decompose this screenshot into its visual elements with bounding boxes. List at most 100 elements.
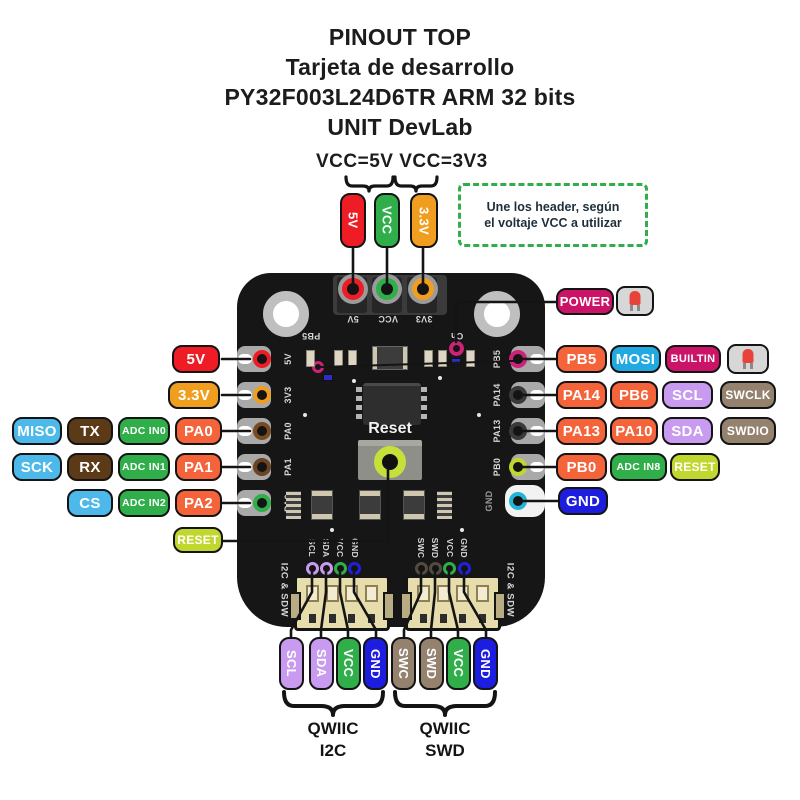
silk-dot: [352, 379, 356, 383]
badge-adc-in2: ADC IN2: [118, 489, 170, 517]
led-bulb: [742, 349, 754, 363]
silk-i2c-sdw-left: I2C & SDW: [278, 562, 290, 618]
badge-cs: CS: [67, 489, 113, 517]
pad-3v3: [253, 386, 271, 404]
badge-sck: SCK: [12, 453, 62, 481]
badge-pa14: PA14: [556, 381, 607, 409]
silk-pa13: PA13: [492, 419, 502, 443]
mcu-chip: [363, 383, 421, 425]
badge-adc-in8: ADC IN8: [610, 453, 667, 481]
silk-dot: [460, 528, 464, 532]
silk-gnd-i2c: GND: [350, 538, 360, 558]
silk-ch: Ch: [450, 331, 464, 341]
pad-vcc-bottom-swd: [443, 562, 456, 575]
smd-passive: [334, 350, 343, 367]
pad-gnd-bottom-swd: [458, 562, 471, 575]
silk-sda: SDA: [321, 538, 331, 558]
pad-vcc-bottom-i2c: [334, 562, 347, 575]
pad-3v3-top: [412, 278, 434, 300]
pad-swd-bottom: [429, 562, 442, 575]
qwiic-i2c-line-1: QWIIC: [307, 719, 359, 738]
led-leg: [750, 363, 753, 369]
reset-silkscreen-label: Reset: [368, 420, 412, 437]
led-leg: [637, 305, 640, 311]
silk-3v3: 3V3: [283, 386, 293, 404]
badge-mosi: MOSI: [610, 345, 661, 373]
silk-5v: 5V: [283, 353, 293, 365]
qwiic-swd-line-2: SWD: [425, 741, 465, 760]
smd-array: [286, 491, 301, 519]
pad-sda-bottom: [320, 562, 333, 575]
silk-top-vcc: VCC: [378, 314, 398, 324]
badge-pa2: PA2: [175, 489, 222, 517]
silk-pa14: PA14: [492, 383, 502, 407]
smd-passive: [466, 350, 475, 367]
badge-pa13: PA13: [556, 417, 607, 445]
qwiic-i2c-line-2: I2C: [319, 741, 347, 760]
title-line-2: Tarjeta de desarrollo: [285, 54, 515, 80]
qwiic-i2c-connector: [289, 575, 395, 631]
smd-ic: [311, 490, 333, 520]
badge-gnd-bottom-i2c: GND: [363, 637, 388, 690]
silk-gnd: GND: [484, 490, 494, 512]
mcu-pins-left: [356, 387, 362, 421]
title-line-1: PINOUT TOP: [328, 24, 472, 50]
pad-5v-top: [342, 278, 364, 300]
pad-ch-internal: [449, 341, 464, 356]
slot-pa1: [238, 462, 252, 472]
badge-rx: RX: [67, 453, 113, 481]
led-bulb: [629, 291, 641, 305]
badge-swdio: SWDIO: [720, 417, 776, 445]
smd-component: [451, 358, 461, 365]
silk-pb5: PB5: [492, 349, 502, 369]
badge-pb0: PB0: [556, 453, 607, 481]
badge-vcc-bottom-i2c: VCC: [336, 637, 361, 690]
badge-pb5: PB5: [556, 345, 607, 373]
silk-pb0: PB0: [492, 457, 502, 477]
pad-pa1: [253, 458, 271, 476]
smd-array: [437, 491, 452, 519]
badge-gnd-right: GND: [558, 487, 608, 515]
pad-swc-bottom: [415, 562, 428, 575]
title-line-4: UNIT DevLab: [327, 114, 473, 140]
badge-pa10: PA10: [610, 417, 658, 445]
qwiic-swd-line-1: QWIIC: [419, 719, 471, 738]
smd-passive: [348, 350, 357, 367]
pad-pa0: [253, 422, 271, 440]
mounting-hole-left: [263, 291, 309, 337]
smd-ic: [403, 490, 425, 520]
badge-reset-right: RESET: [670, 453, 720, 481]
silk-swd: SWD: [430, 537, 440, 559]
badge-miso: MISO: [12, 417, 62, 445]
badge-vcc-top: VCC: [374, 193, 400, 248]
silk-top-pb5: PB5: [301, 331, 321, 341]
badge-scl-right: SCL: [662, 381, 713, 409]
smd-ic-top: [372, 346, 408, 370]
smd-ic: [359, 490, 381, 520]
reset-button-cap: [374, 446, 406, 478]
silk-pa1: PA1: [283, 458, 293, 476]
badge-pa0: PA0: [175, 417, 222, 445]
pad-gnd: [509, 492, 527, 510]
pad-gnd-bottom-i2c: [348, 562, 361, 575]
silk-dot: [477, 413, 481, 417]
qwiic-i2c-label: QWIIC I2C: [288, 718, 378, 762]
page-title: PINOUT TOP Tarjeta de desarrollo PY32F00…: [0, 22, 800, 142]
slot-pa2: [238, 498, 252, 508]
silk-top-5v: 5V: [347, 314, 359, 324]
silk-dot: [330, 528, 334, 532]
brace-qwiic-i2c: [282, 690, 385, 717]
silk-vcc-swd: VCC: [445, 538, 455, 558]
badge-adc-in1: ADC IN1: [118, 453, 170, 481]
badge-5v-top: 5V: [340, 193, 366, 248]
slot-pb5: [530, 354, 544, 364]
slot-5v: [238, 354, 252, 364]
badge-vcc-bottom-swd: VCC: [446, 637, 471, 690]
vcc-note-line-1: Une los header, según: [486, 200, 620, 214]
pad-5v: [253, 350, 271, 368]
badge-5v-left: 5V: [172, 345, 220, 373]
led-icon-builtin: [727, 344, 769, 374]
pad-pa2: [253, 494, 271, 512]
badge-swd-bottom: SWD: [419, 637, 444, 690]
